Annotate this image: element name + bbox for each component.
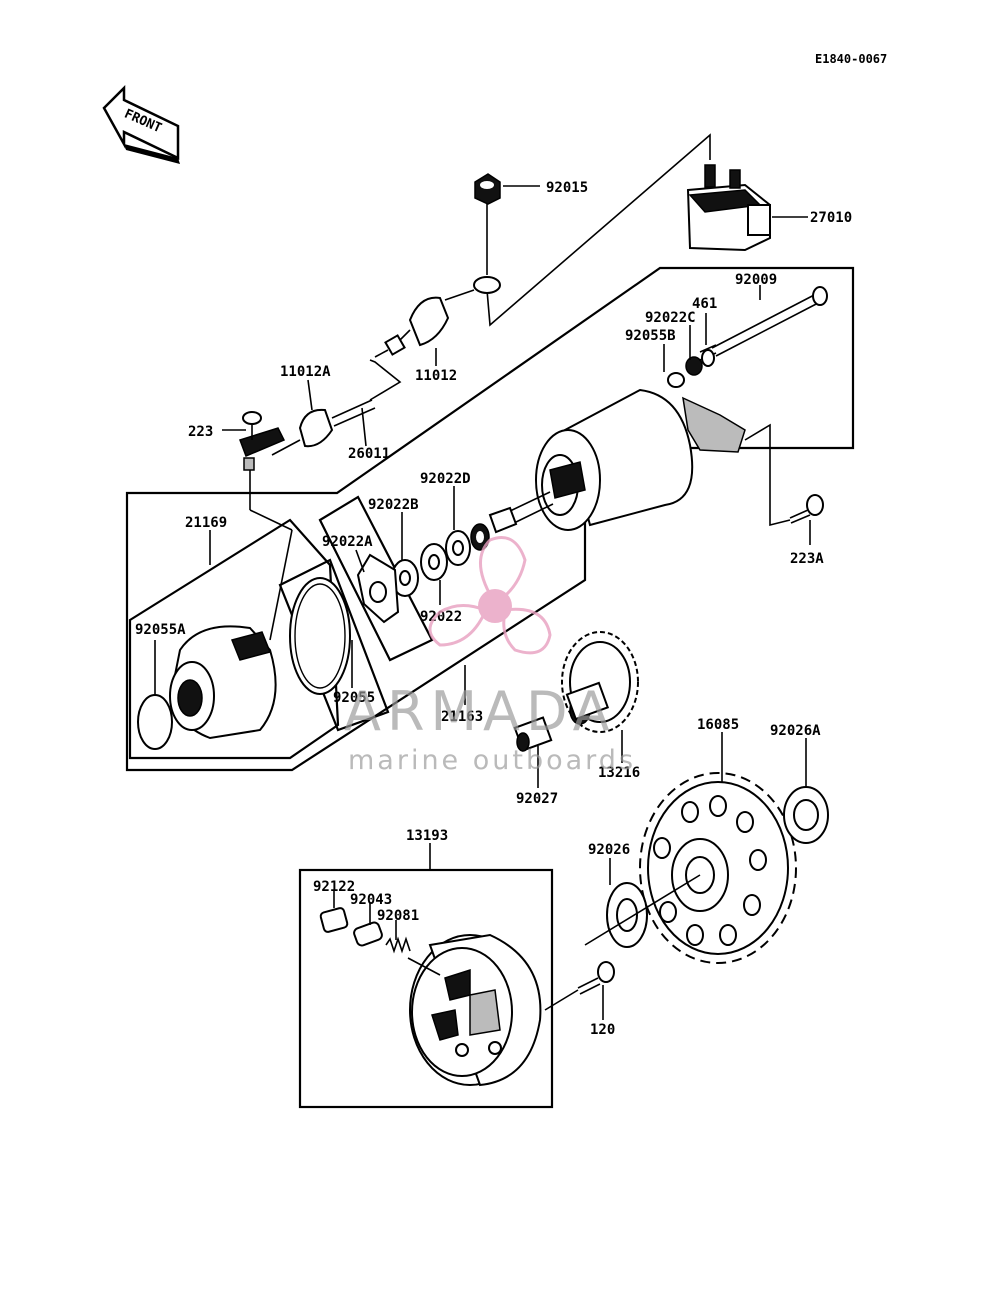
label-223A: 223A — [790, 551, 824, 567]
label-11012A: 11012A — [280, 364, 331, 380]
label-92022D: 92022D — [420, 471, 471, 487]
label-120: 120 — [590, 1022, 615, 1038]
starter-relay — [686, 164, 771, 252]
label-26011: 26011 — [348, 446, 390, 462]
sprocket-16085 — [639, 772, 797, 964]
starter-clutch — [409, 933, 542, 1087]
bushing-92027 — [513, 716, 553, 752]
washer-stack — [391, 523, 490, 597]
label-92015: 92015 — [546, 180, 588, 196]
label-16085: 16085 — [697, 717, 739, 733]
cap-92015 — [474, 173, 501, 205]
label-461: 461 — [692, 296, 717, 312]
starter-motor — [488, 388, 746, 534]
label-92026A: 92026A — [770, 723, 821, 739]
idle-gear — [561, 631, 639, 733]
diagram-code: E1840-0067 — [815, 52, 887, 66]
label-92055B: 92055B — [625, 328, 676, 344]
spring-92081 — [385, 936, 411, 954]
label-11012: 11012 — [415, 368, 457, 384]
label-92022B: 92022B — [368, 497, 419, 513]
label-13216: 13216 — [598, 765, 640, 781]
label-92055: 92055 — [333, 690, 375, 706]
screw-223 — [242, 411, 262, 440]
label-92081: 92081 — [377, 908, 419, 924]
plunger-92043 — [353, 921, 383, 947]
brush-terminal — [239, 427, 286, 471]
front-arrow-icon: FRONT — [102, 84, 180, 164]
bolt-223A — [789, 494, 824, 524]
label-92055A: 92055A — [135, 622, 186, 638]
roller-92122 — [319, 907, 349, 933]
label-92009: 92009 — [735, 272, 777, 288]
oring-92055A — [137, 694, 173, 750]
label-13193: 13193 — [406, 828, 448, 844]
propeller-logo-icon — [428, 536, 552, 655]
end-cover-box — [128, 518, 340, 760]
oring-92055 — [289, 577, 351, 695]
label-92122: 92122 — [313, 879, 355, 895]
bolt-120 — [577, 961, 615, 995]
through-bolt — [699, 286, 828, 361]
label-223: 223 — [188, 424, 213, 440]
watermark: ARMADA marine outboards — [344, 536, 636, 776]
end-cover — [169, 625, 277, 740]
label-27010: 27010 — [810, 210, 852, 226]
label-21169: 21169 — [185, 515, 227, 531]
label-92026: 92026 — [588, 842, 630, 858]
label-92022: 92022 — [420, 609, 462, 625]
label-92022A: 92022A — [322, 534, 373, 550]
watermark-brand: ARMADA — [344, 680, 616, 743]
label-21163: 21163 — [441, 709, 483, 725]
label-92022C: 92022C — [645, 310, 696, 326]
clutch-box — [298, 868, 554, 1109]
watermark-tagline: marine outboards — [348, 745, 636, 776]
label-92027: 92027 — [516, 791, 558, 807]
plate-box — [318, 495, 434, 662]
label-92043: 92043 — [350, 892, 392, 908]
